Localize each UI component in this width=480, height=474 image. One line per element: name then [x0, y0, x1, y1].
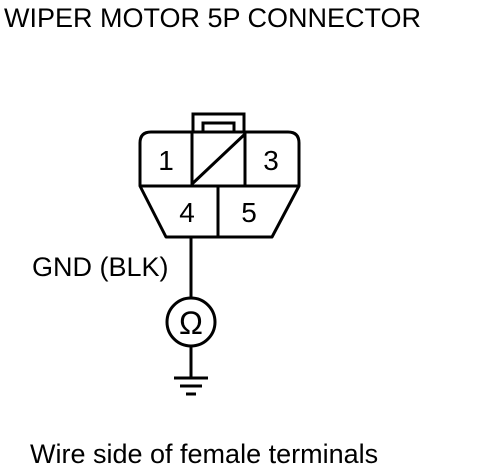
diagram-caption: Wire side of female terminals: [30, 439, 379, 469]
terminal-1-label: 1: [158, 145, 174, 176]
connector-body: [138, 130, 301, 239]
ground-symbol-icon: [174, 376, 208, 396]
ohmmeter-symbol: Ω: [179, 305, 203, 341]
wire-label: GND (BLK): [32, 252, 169, 282]
terminal-3-label: 3: [263, 145, 279, 176]
connector-lock-tab-inner: [201, 121, 236, 134]
terminal-2-unused-slash: [190, 132, 247, 186]
terminal-4-label: 4: [179, 197, 195, 228]
diagram-title: WIPER MOTOR 5P CONNECTOR: [4, 3, 422, 33]
terminal-5-label: 5: [241, 197, 257, 228]
